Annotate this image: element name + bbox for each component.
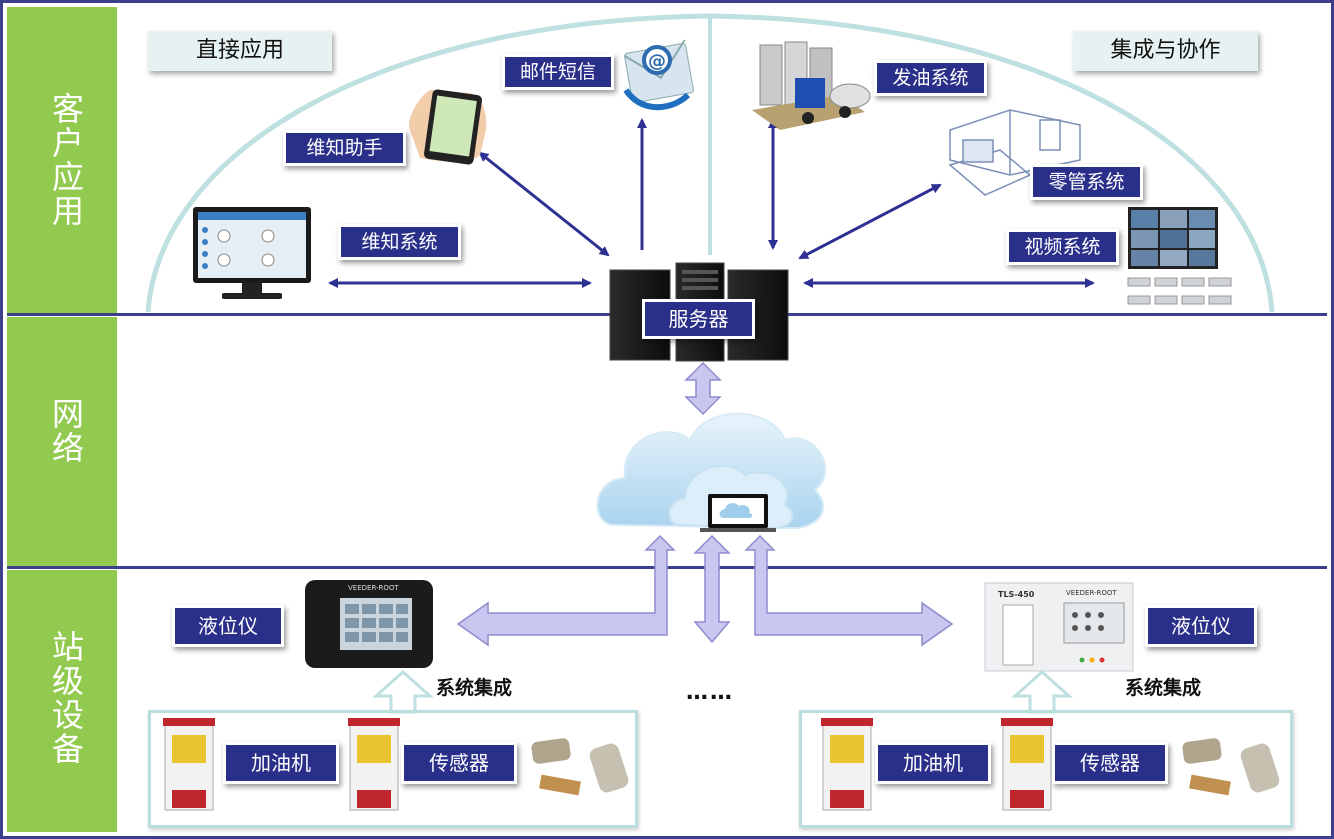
arrow-cloud-left-console	[456, 534, 676, 647]
tls-model-label: TLS-450	[998, 590, 1035, 599]
layer-label-station: 站级设备	[47, 630, 85, 766]
tls-brand-label: VEEDER-ROOT	[1066, 589, 1117, 597]
tag-dispenser-right: 加油机	[875, 742, 991, 784]
truck-tank-icon	[752, 41, 871, 130]
integration-label-left: 系统集成	[436, 677, 513, 699]
layer-band-client: 客户应用	[7, 7, 117, 313]
layer-label-client: 客户应用	[47, 92, 85, 228]
tag-video-system: 视频系统	[1006, 229, 1119, 265]
sensor-icon	[531, 738, 629, 796]
tag-weizhi-system: 维知系统	[338, 224, 461, 260]
station-box-right	[799, 710, 1293, 828]
arrow-cloud-right-console	[744, 534, 954, 647]
station-box-left	[148, 710, 638, 828]
cloud-icon	[596, 412, 827, 532]
arrow-retail-server	[798, 183, 942, 260]
layer-band-station: 站级设备	[7, 570, 117, 832]
tls-console-icon	[984, 582, 1134, 672]
tag-server: 服务器	[642, 299, 755, 339]
tag-level-gauge-left: 液位仪	[172, 605, 284, 647]
arrow-left-integration	[372, 669, 434, 714]
tag-level-gauge-right: 液位仪	[1145, 605, 1257, 647]
ellipsis-more-stations: ……	[686, 680, 734, 705]
section-integration: 集成与协作	[1073, 31, 1258, 71]
smartphone-icon	[409, 89, 487, 165]
sensor-icon	[1182, 738, 1280, 796]
tag-oil-dispatch: 发油系统	[874, 60, 987, 96]
integration-label-right: 系统集成	[1125, 677, 1202, 699]
monitor-icon	[193, 207, 311, 299]
arrow-server-cloud	[684, 361, 722, 416]
tag-mobile-assistant: 维知助手	[283, 130, 406, 166]
section-direct-apps: 直接应用	[148, 31, 332, 71]
tag-dispenser-left: 加油机	[223, 742, 339, 784]
building-icon	[948, 109, 1081, 196]
arrow-phone-server	[478, 151, 610, 257]
arrow-right-integration	[1011, 669, 1073, 714]
tag-email-sms: 邮件短信	[502, 54, 614, 90]
email-icon: @	[623, 39, 694, 111]
video-wall-icon	[1127, 207, 1232, 305]
console-brand: VEEDER-ROOT	[348, 584, 399, 592]
tag-retail-mgmt: 零管系统	[1030, 164, 1143, 200]
svg-text:@: @	[648, 51, 666, 72]
layer-band-network: 网络	[7, 317, 117, 566]
level-console-icon	[305, 580, 433, 668]
layer-label-network: 网络	[47, 397, 85, 465]
tag-sensor-left: 传感器	[401, 742, 517, 784]
tag-sensor-right: 传感器	[1052, 742, 1168, 784]
arrow-cloud-down	[693, 534, 731, 644]
